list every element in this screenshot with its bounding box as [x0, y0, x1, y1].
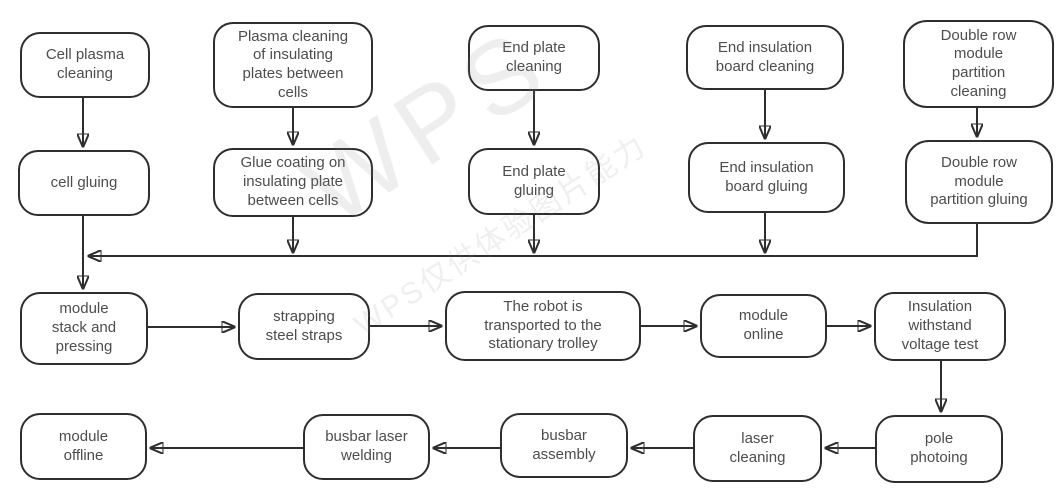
node-busbar-assembly: busbar assembly	[500, 413, 628, 478]
node-insulation-withstand-voltage-test: Insulation withstand voltage test	[874, 292, 1006, 361]
node-robot-transported-to-stationary-trolley: The robot is transported to the stationa…	[445, 291, 641, 361]
node-strapping-steel-straps: strapping steel straps	[238, 293, 370, 360]
node-busbar-laser-welding: busbar laser welding	[303, 414, 430, 480]
node-module-stack-and-pressing: module stack and pressing	[20, 292, 148, 365]
node-pole-photoing: pole photoing	[875, 415, 1003, 483]
node-end-plate-cleaning: End plate cleaning	[468, 25, 600, 91]
node-module-offline: module offline	[20, 413, 147, 480]
node-module-online: module online	[700, 294, 827, 358]
node-double-row-module-partition-gluing: Double row module partition gluing	[905, 140, 1053, 224]
node-end-plate-gluing: End plate gluing	[468, 148, 600, 215]
node-end-insulation-board-gluing: End insulation board gluing	[688, 142, 845, 213]
node-laser-cleaning: laser cleaning	[693, 415, 822, 482]
edge-double-row-gluing-bus-line	[89, 224, 978, 256]
node-glue-coating-insulating-plate: Glue coating on insulating plate between…	[213, 148, 373, 217]
node-double-row-module-partition-cleaning: Double row module partition cleaning	[903, 20, 1054, 108]
node-plasma-cleaning-insulating-plates: Plasma cleaning of insulating plates bet…	[213, 22, 373, 108]
node-cell-gluing: cell gluing	[18, 150, 150, 216]
node-cell-plasma-cleaning: Cell plasma cleaning	[20, 32, 150, 98]
node-end-insulation-board-cleaning: End insulation board cleaning	[686, 25, 844, 90]
